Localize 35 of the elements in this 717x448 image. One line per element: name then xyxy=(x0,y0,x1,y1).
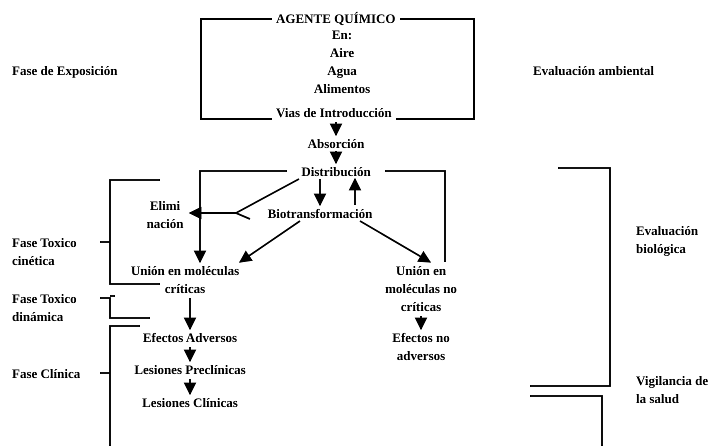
box-text: Alimentos xyxy=(314,80,370,98)
arrow xyxy=(194,170,287,264)
arrow xyxy=(238,220,300,263)
step-text: Unión en moléculas no críticas xyxy=(382,262,460,316)
arrow xyxy=(330,151,342,164)
arrow xyxy=(184,298,196,330)
phase-label: Fase Clínica xyxy=(12,365,82,383)
step-text: Distribución xyxy=(287,163,385,179)
phase-label: Vigilancia de la salud xyxy=(636,372,710,408)
arrow xyxy=(184,347,196,362)
step-text: Efectos no adversos xyxy=(388,329,454,365)
connector-line xyxy=(385,170,446,262)
step-text: Elimi nación xyxy=(140,197,190,231)
box-text: En: xyxy=(332,26,352,44)
arrow xyxy=(330,120,342,136)
step-text: Lesiones Clínicas xyxy=(115,394,265,412)
box-text: Agua xyxy=(327,62,357,80)
arrow xyxy=(184,379,196,396)
step-text: Lesiones Preclínicas xyxy=(115,361,265,379)
phase-label: Fase Toxico dinámica xyxy=(12,290,78,326)
box-title: AGENTE QUÍMICO xyxy=(272,10,400,28)
phase-label: Evaluación ambiental xyxy=(533,62,655,80)
phase-label: Fase de Exposición xyxy=(12,62,118,80)
step-text: Efectos Adversos xyxy=(115,329,265,347)
step-text: Absorción xyxy=(295,135,377,151)
arrow xyxy=(314,179,326,206)
arrow xyxy=(348,178,362,205)
arrow xyxy=(414,316,428,330)
phase-label: Fase Toxico cinética xyxy=(12,234,78,270)
arrow xyxy=(188,206,250,220)
arrow xyxy=(360,220,432,263)
step-text: Biotransformación xyxy=(250,205,390,221)
phase-label: Evaluación biológica xyxy=(636,222,700,258)
box-text: Aire xyxy=(330,44,354,62)
step-text: Unión en moléculas críticas xyxy=(115,262,255,298)
